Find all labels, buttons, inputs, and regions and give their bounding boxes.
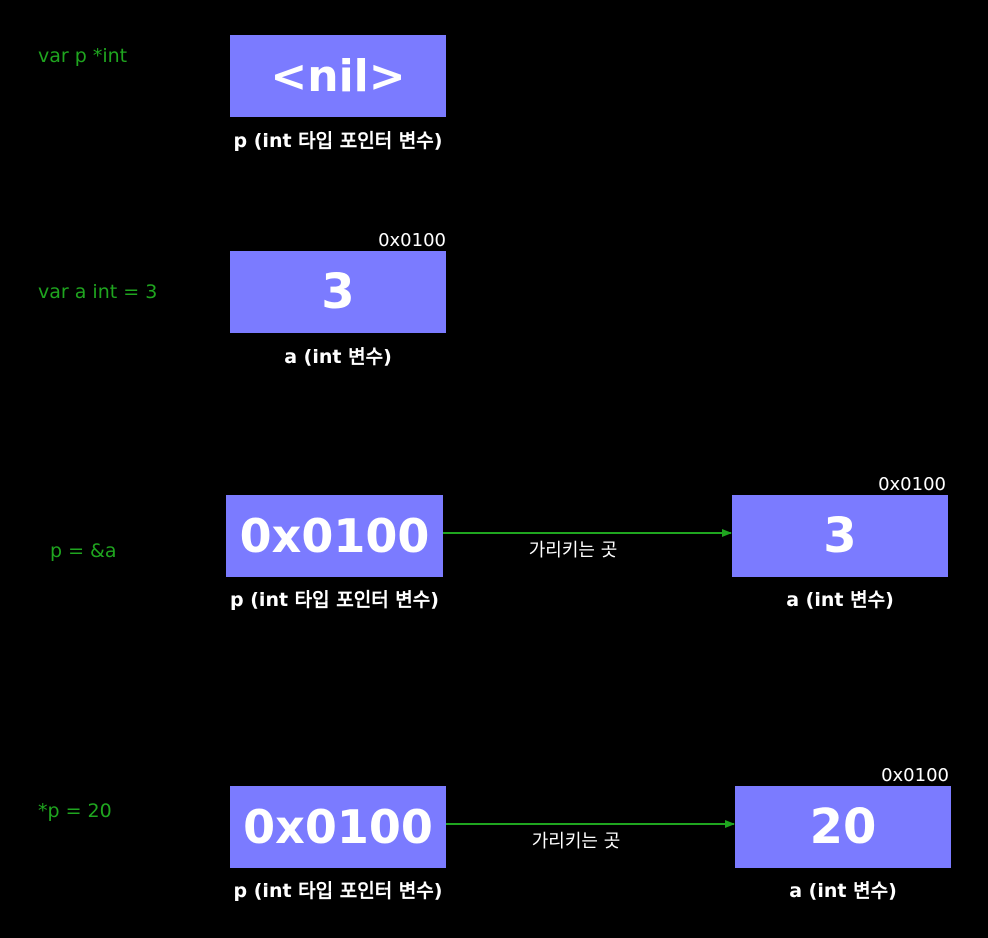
target-a-box: 3: [732, 495, 948, 577]
code-var-p: var p *int: [38, 45, 128, 67]
pointer-p-caption-deref: p (int 타입 포인터 변수): [233, 880, 443, 902]
arrow-label-points-to: 가리키는 곳: [528, 540, 618, 561]
pointer-p-box-deref: 0x0100: [230, 786, 446, 868]
target-a-address-deref: 0x0100: [881, 765, 949, 786]
target-a-box-deref: 20: [735, 786, 951, 868]
target-a-caption: a (int 변수): [786, 589, 894, 611]
target-a-caption-deref: a (int 변수): [789, 880, 897, 902]
pointer-p-nil-box: <nil>: [230, 35, 446, 117]
variable-a-box: 3: [230, 251, 446, 333]
pointer-p-caption: p (int 타입 포인터 변수): [233, 130, 443, 152]
code-assign-address: p = &a: [50, 540, 117, 562]
variable-a-caption: a (int 변수): [284, 346, 392, 368]
variable-a-address: 0x0100: [378, 230, 446, 251]
code-dereference-assign: *p = 20: [38, 800, 112, 822]
pointer-p-box-assigned: 0x0100: [226, 495, 443, 577]
target-a-address: 0x0100: [878, 474, 946, 495]
code-var-a: var a int = 3: [38, 281, 158, 303]
pointer-p-caption-assigned: p (int 타입 포인터 변수): [230, 589, 439, 611]
arrow-label-points-to-deref: 가리키는 곳: [531, 831, 621, 852]
